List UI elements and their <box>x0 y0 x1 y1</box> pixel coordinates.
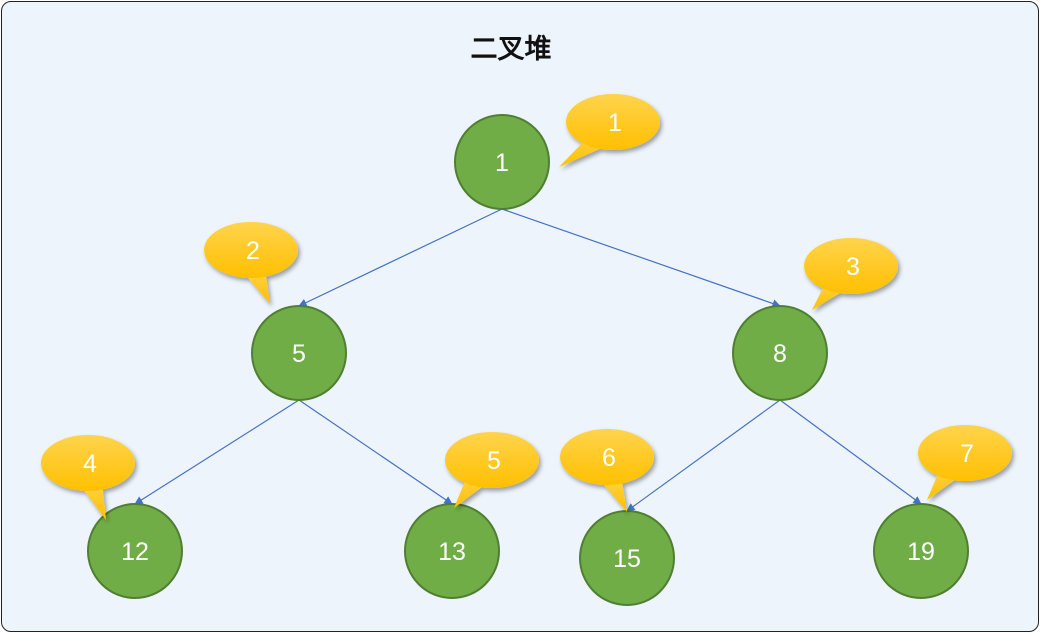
edge-2 <box>134 399 300 505</box>
heap-node-1: 1 <box>454 114 550 210</box>
index-callout-1 <box>559 94 660 167</box>
node-value-label: 12 <box>121 538 149 566</box>
index-callout-6 <box>560 429 654 512</box>
callout-bubble <box>560 429 654 485</box>
node-circle <box>873 503 969 599</box>
index-callout-5 <box>445 432 539 508</box>
callout-bubble <box>204 222 298 278</box>
callout-index-label: 3 <box>846 253 860 281</box>
callout-bubble <box>41 435 135 491</box>
edge-1 <box>501 208 781 308</box>
index-callout-4 <box>41 435 135 520</box>
diagram-title: 二叉堆 <box>470 34 552 65</box>
index-callout-2 <box>204 222 298 304</box>
edge-3 <box>298 399 453 505</box>
heap-node-15: 15 <box>579 510 675 606</box>
callout-bubble <box>804 238 898 294</box>
node-circle <box>454 114 550 210</box>
callout-index-label: 6 <box>602 444 616 472</box>
callout-bubble <box>918 425 1012 481</box>
callout-index-label: 1 <box>608 109 622 137</box>
node-circle <box>732 305 828 401</box>
heap-node-13: 13 <box>404 503 500 599</box>
index-callout-3 <box>804 238 898 310</box>
node-circle <box>251 305 347 401</box>
edge-0 <box>298 208 503 307</box>
heap-node-5: 5 <box>251 305 347 401</box>
callout-bubble <box>566 94 660 150</box>
index-callout-7 <box>918 425 1012 500</box>
node-value-label: 8 <box>773 340 787 368</box>
node-value-label: 15 <box>613 545 641 573</box>
node-value-label: 1 <box>495 149 509 177</box>
heap-node-8: 8 <box>732 305 828 401</box>
callout-bubble <box>445 432 539 488</box>
node-value-label: 5 <box>292 340 306 368</box>
callout-index-label: 4 <box>83 450 97 478</box>
heap-node-12: 12 <box>87 503 183 599</box>
edge-5 <box>779 399 922 505</box>
node-circle <box>87 503 183 599</box>
node-circle <box>404 503 500 599</box>
edge-4 <box>626 399 781 512</box>
node-value-label: 19 <box>907 538 935 566</box>
node-circle <box>579 510 675 606</box>
callout-index-label: 2 <box>246 237 260 265</box>
heap-node-19: 19 <box>873 503 969 599</box>
callout-index-label: 5 <box>487 447 501 475</box>
node-value-label: 13 <box>438 538 466 566</box>
callout-index-label: 7 <box>960 440 974 468</box>
